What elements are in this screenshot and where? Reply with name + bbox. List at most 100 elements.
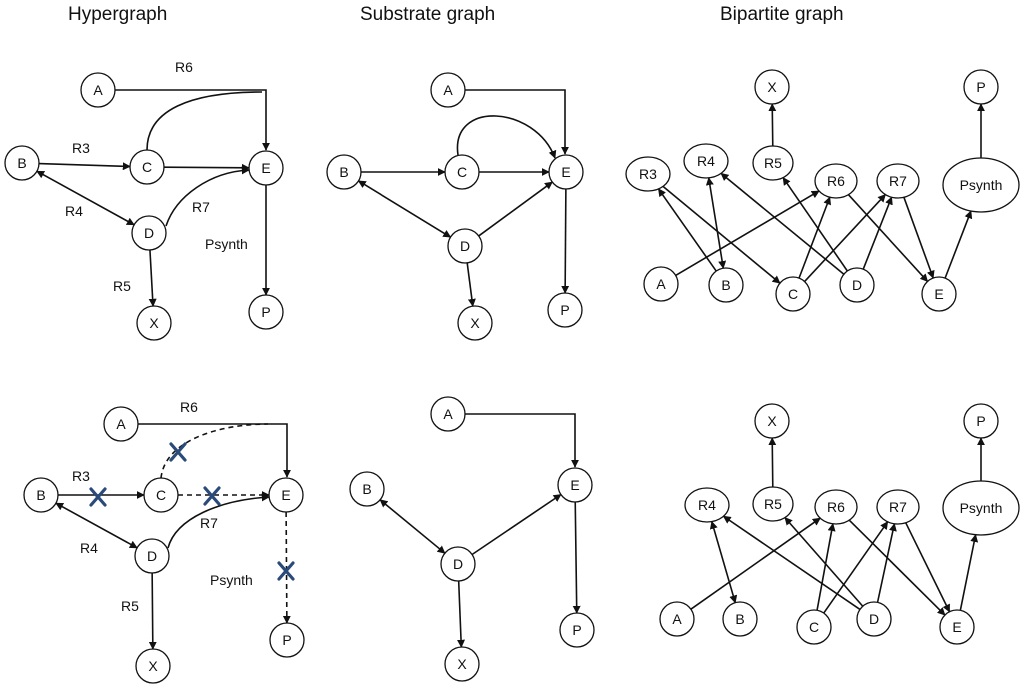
svg-text:B: B xyxy=(36,487,45,503)
svg-text:A: A xyxy=(656,276,666,292)
edge-D-R5 xyxy=(784,517,864,607)
node-d: D xyxy=(440,546,476,582)
edge-R3-C xyxy=(662,185,781,284)
node-c: C xyxy=(796,609,832,645)
edge-R4-B-D xyxy=(36,170,135,226)
edge-R5-X xyxy=(768,103,777,147)
edge-R6-A-E xyxy=(138,423,291,478)
edge-R6-C-branch xyxy=(146,91,263,151)
svg-text:X: X xyxy=(148,658,158,674)
edge-D-R7 xyxy=(862,196,893,270)
svg-text:D: D xyxy=(144,225,154,241)
svg-text:A: A xyxy=(443,406,453,422)
title-substrate-graph: Substrate graph xyxy=(360,4,496,25)
node-e: E xyxy=(248,150,284,186)
edge-B-R3 xyxy=(657,188,717,272)
node-d: D xyxy=(134,538,170,574)
svg-text:C: C xyxy=(156,487,166,503)
node-x: X xyxy=(457,305,493,341)
edge-C-E xyxy=(163,163,250,172)
svg-text:A: A xyxy=(443,82,453,98)
svg-text:R6: R6 xyxy=(827,173,845,189)
svg-text:P: P xyxy=(976,413,985,429)
svg-text:X: X xyxy=(470,315,480,331)
svg-text:B: B xyxy=(735,611,744,627)
svg-text:E: E xyxy=(934,286,943,302)
node-c: C xyxy=(775,276,811,312)
label-R6: R6 xyxy=(175,59,193,75)
svg-text:B: B xyxy=(339,164,348,180)
node-p: P xyxy=(963,69,999,105)
node-b: B xyxy=(23,477,59,513)
svg-text:A: A xyxy=(672,611,682,627)
svg-text:E: E xyxy=(281,487,290,503)
svg-text:P: P xyxy=(572,622,581,638)
node-d: D xyxy=(856,601,892,637)
edge-R6-E xyxy=(847,194,929,283)
svg-text:R7: R7 xyxy=(889,499,907,515)
node-e: E xyxy=(921,276,957,312)
edge-R6-E xyxy=(848,519,946,616)
edge-E-Psynth xyxy=(959,533,979,611)
edge-R4-B-D xyxy=(55,502,138,549)
label-R5: R5 xyxy=(113,278,131,294)
node-a: A xyxy=(643,266,679,302)
node-c: C xyxy=(444,154,480,190)
node-b: B xyxy=(708,267,744,303)
svg-text:X: X xyxy=(457,656,467,672)
svg-text:P: P xyxy=(976,79,985,95)
node-r3: R3 xyxy=(625,156,671,192)
node-r4: R4 xyxy=(684,487,730,523)
edge-C-R7 xyxy=(823,521,889,614)
edge-D-R4 xyxy=(720,172,845,275)
node-x: X xyxy=(444,646,480,682)
svg-text:D: D xyxy=(147,548,157,564)
svg-text:E: E xyxy=(561,164,570,180)
node-c: C xyxy=(129,149,165,185)
edge-R7-D-E xyxy=(167,493,270,549)
label-R3: R3 xyxy=(72,140,90,156)
node-r6: R6 xyxy=(814,489,858,525)
node-p: P xyxy=(248,294,284,330)
knockout-mark-R6-branch xyxy=(169,442,187,462)
edge-Psynth-E-P-dashed xyxy=(282,511,291,624)
svg-text:R4: R4 xyxy=(697,153,715,169)
node-a: A xyxy=(430,72,466,108)
svg-text:R5: R5 xyxy=(764,155,782,171)
edge-D-X xyxy=(466,262,476,307)
knockout-mark-C-E xyxy=(203,486,221,506)
svg-text:R7: R7 xyxy=(889,173,907,189)
edge-R7-D-E xyxy=(165,166,250,227)
edge-D-E xyxy=(471,493,562,556)
edge-R5-D-X xyxy=(148,249,157,307)
edge-D-E xyxy=(478,181,553,237)
label-R5: R5 xyxy=(121,598,139,614)
svg-text:R3: R3 xyxy=(639,166,657,182)
node-p: P xyxy=(559,612,595,648)
node-e: E xyxy=(268,477,304,513)
edge-B-R4 xyxy=(709,520,738,604)
node-psynth: Psynth xyxy=(942,480,1020,536)
node-e: E xyxy=(548,154,584,190)
node-r7: R7 xyxy=(876,489,920,525)
edge-D-R7 xyxy=(876,522,897,603)
edge-C-R6 xyxy=(816,523,836,611)
svg-text:C: C xyxy=(809,619,819,635)
svg-text:Psynth: Psynth xyxy=(960,500,1003,516)
svg-text:D: D xyxy=(852,277,862,293)
edge-R5-X xyxy=(768,437,777,488)
node-x: X xyxy=(754,403,790,439)
node-x: X xyxy=(754,69,790,105)
svg-text:C: C xyxy=(142,159,152,175)
edge-C-R7 xyxy=(803,193,886,283)
svg-text:C: C xyxy=(457,164,467,180)
edge-D-R5 xyxy=(782,177,849,272)
node-b: B xyxy=(722,601,758,637)
svg-text:D: D xyxy=(453,556,463,572)
node-e: E xyxy=(557,467,593,503)
node-p: P xyxy=(963,403,999,439)
svg-text:E: E xyxy=(570,477,579,493)
svg-text:P: P xyxy=(560,302,569,318)
